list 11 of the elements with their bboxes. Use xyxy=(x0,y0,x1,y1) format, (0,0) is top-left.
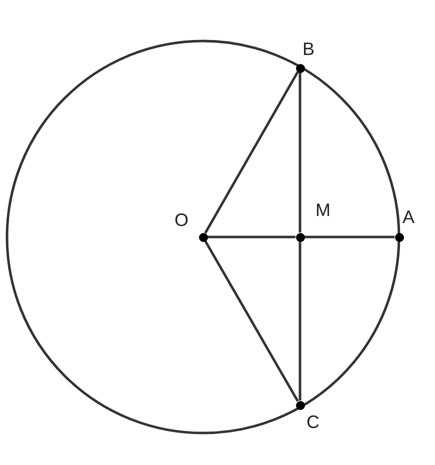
point-label: A xyxy=(402,208,415,226)
line-segment xyxy=(304,236,394,238)
point-label: B xyxy=(302,40,315,58)
line-segment xyxy=(204,240,299,402)
point-label: M xyxy=(316,200,330,218)
line-segment xyxy=(208,236,296,238)
line-segment xyxy=(298,72,302,232)
line-segment xyxy=(204,71,299,234)
line-segment xyxy=(298,242,302,400)
point-label: C xyxy=(306,412,320,430)
point-label: O xyxy=(174,210,189,228)
